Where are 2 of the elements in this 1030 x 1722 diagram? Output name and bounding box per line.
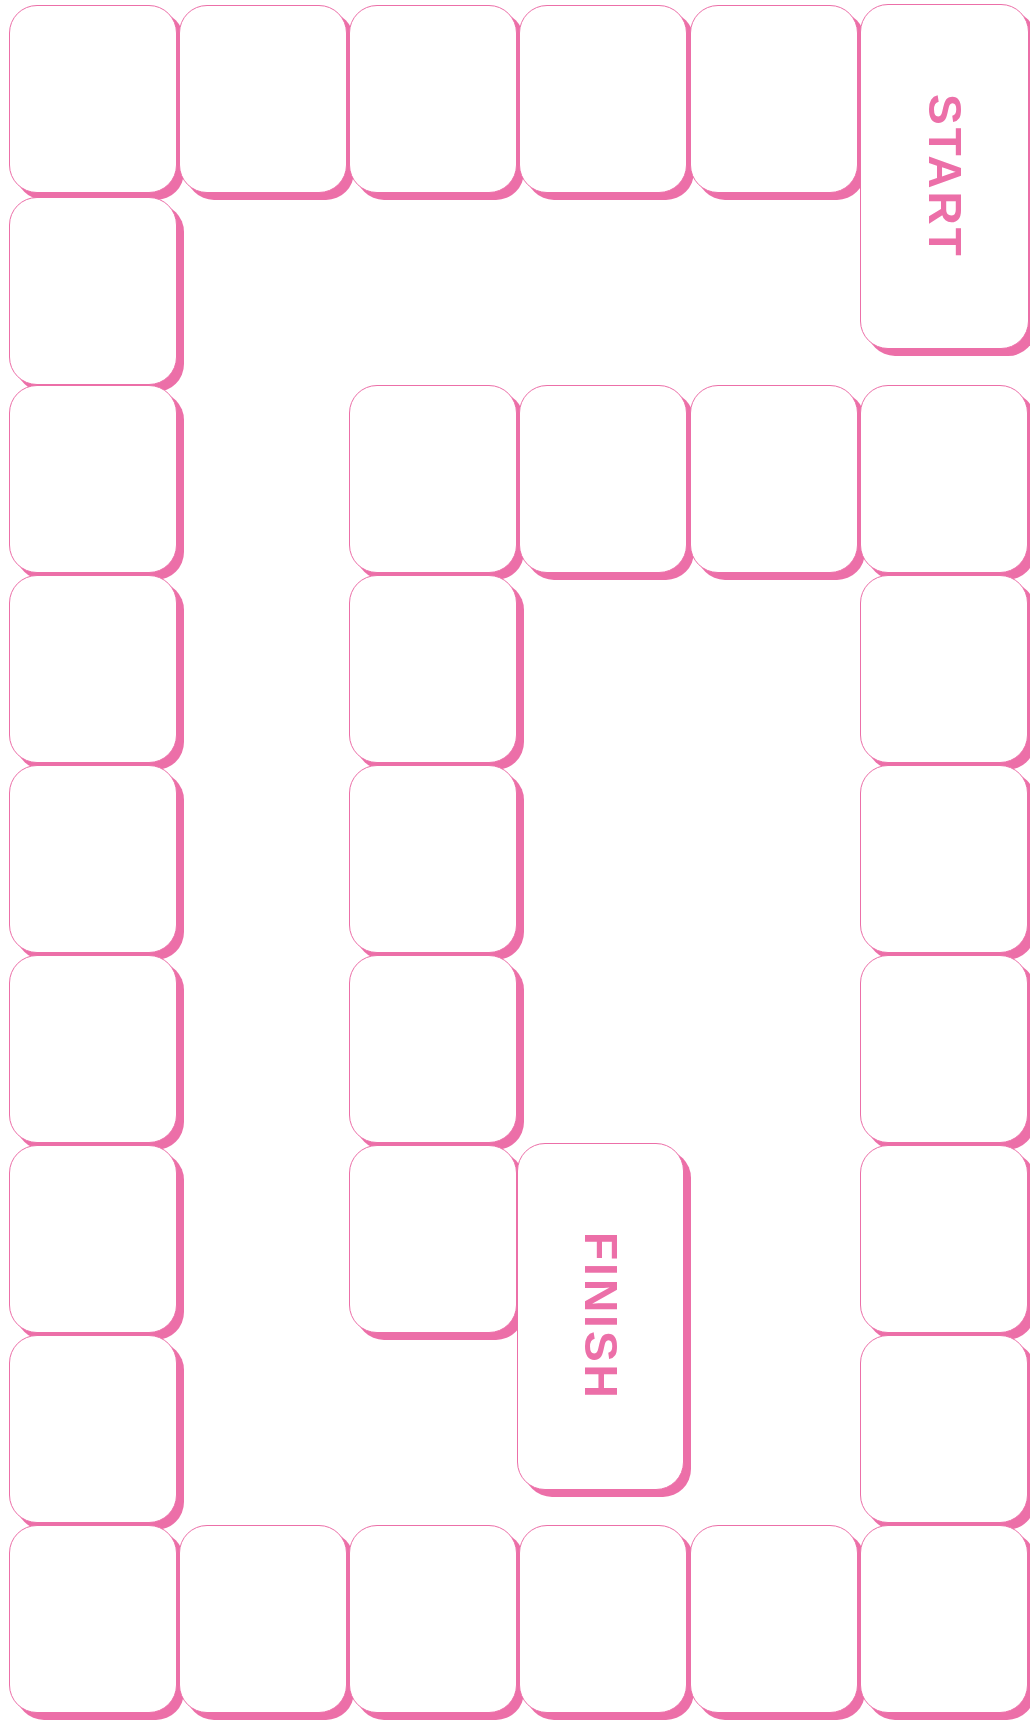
space-label: FINISH [577,1232,624,1401]
space-label: START [921,94,968,259]
